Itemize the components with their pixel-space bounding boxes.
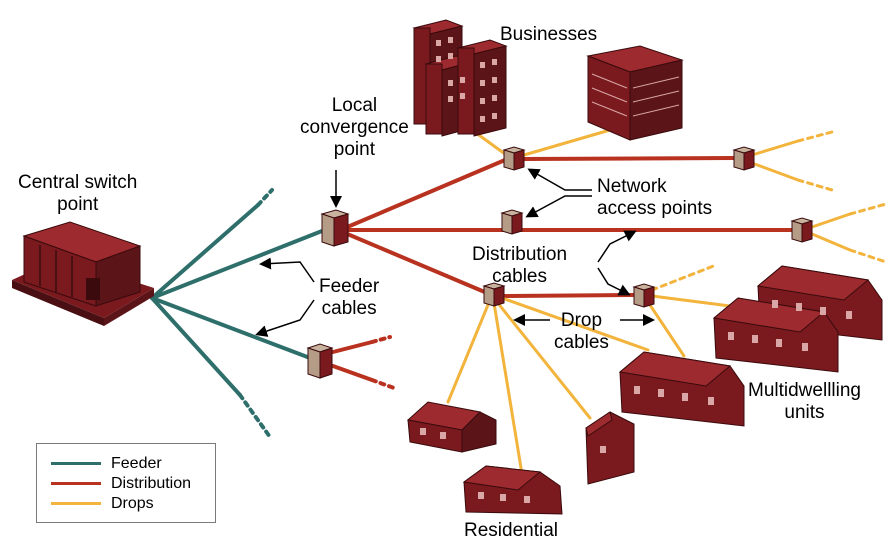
label-feeder-cables: Feeder cables xyxy=(319,276,379,320)
node-right-top xyxy=(732,146,756,171)
drop-mdu-upper-dot xyxy=(650,263,718,292)
label-drop-cables-line2: cables xyxy=(554,332,609,353)
label-local-convergence-line3: point xyxy=(333,139,375,160)
label-multidwelling-line1: Multidwellling xyxy=(748,380,861,401)
arrow-access-upper xyxy=(527,168,592,191)
legend-item-distribution: Distribution xyxy=(51,474,191,494)
label-central-switch-line1: Central switch xyxy=(18,172,138,193)
legend-item-feeder: Feeder xyxy=(51,454,162,474)
label-network-access-line1: Network xyxy=(597,176,667,197)
drop-right-mid-a-dot xyxy=(848,202,888,216)
drop-mdu-right xyxy=(650,294,732,308)
node-mdu xyxy=(632,283,656,308)
legend-swatch-drops xyxy=(51,502,101,506)
drop-right-top-a-dot xyxy=(796,130,834,143)
drop-right-mid-b xyxy=(810,232,852,252)
legend-item-drops: Drops xyxy=(51,494,154,514)
dist-cable-upper xyxy=(343,158,507,230)
drop-right-top-a xyxy=(750,139,800,157)
arrow-distribution-lower xyxy=(597,267,631,296)
drop-res-4 xyxy=(500,296,650,352)
label-drop-cables-line1: Drop xyxy=(560,310,603,331)
business-office xyxy=(586,45,684,141)
label-distribution-cables-line2: cables xyxy=(492,266,547,287)
arrow-access-lower xyxy=(525,195,592,218)
feeder-cable-down xyxy=(150,296,242,397)
arrow-distribution-upper xyxy=(597,230,637,263)
arrow-feeder-upper xyxy=(259,257,315,283)
legend-label-drops: Drops xyxy=(111,495,154,512)
drop-to-office xyxy=(522,128,612,157)
label-central-switch: Central switch point xyxy=(18,172,137,216)
legend-swatch-feeder xyxy=(51,462,101,466)
network-nodes xyxy=(306,146,814,379)
feeder-cables xyxy=(150,188,324,439)
feeder-cable-down-dotted xyxy=(238,393,272,439)
label-feeder-cables-line1: Feeder xyxy=(319,276,380,297)
label-network-access: Network access points xyxy=(597,176,712,220)
residential-houses xyxy=(406,401,635,515)
drop-mdu-lower xyxy=(646,300,686,358)
drop-res-3 xyxy=(495,300,592,420)
drop-res-1 xyxy=(446,298,492,404)
node-convergence xyxy=(320,209,350,247)
label-local-convergence: Local convergence point xyxy=(300,95,409,161)
label-businesses: Businesses xyxy=(500,24,598,45)
label-distribution-cables: Distribution cables xyxy=(472,244,567,288)
node-upper xyxy=(502,146,526,171)
drop-cables xyxy=(446,128,888,476)
label-residential: Residential xyxy=(464,520,558,541)
label-local-convergence-line1: Local xyxy=(331,95,378,116)
arrow-feeder-lower xyxy=(255,299,315,337)
node-lower xyxy=(482,282,506,307)
label-feeder-cables-line2: cables xyxy=(321,298,377,319)
dist-cable-small-b-dot xyxy=(370,378,396,390)
node-feeder-lower xyxy=(306,343,334,379)
distribution-cables xyxy=(331,156,797,390)
node-right-mid xyxy=(790,217,814,243)
drop-res-2 xyxy=(492,301,524,476)
business-towers xyxy=(412,19,508,137)
drop-right-top-b xyxy=(750,161,800,182)
label-multidwelling: Multidwellling units xyxy=(748,380,861,424)
dist-cable-small-b xyxy=(331,364,374,382)
central-switch-building xyxy=(12,221,154,326)
feeder-cable-to-dotted xyxy=(150,203,260,300)
label-network-access-line2: access points xyxy=(597,198,713,219)
feeder-cable-to-lower-node xyxy=(150,296,312,360)
label-drop-cables: Drop cables xyxy=(554,310,609,354)
legend-label-distribution: Distribution xyxy=(111,475,192,492)
legend-swatch-distribution xyxy=(51,482,101,486)
drop-right-mid-b-dot xyxy=(848,248,888,264)
dist-cable-small-a-dot xyxy=(370,335,392,344)
label-distribution-cables-line1: Distribution xyxy=(472,244,568,265)
drop-right-mid-a xyxy=(810,212,852,229)
drop-right-top-b-dot xyxy=(796,178,834,192)
label-local-convergence-line2: convergence xyxy=(300,117,409,138)
label-central-switch-line2: point xyxy=(57,194,99,215)
multidwelling-units xyxy=(618,265,883,427)
dist-cable-upper-right xyxy=(520,156,737,161)
legend-label-feeder: Feeder xyxy=(111,455,162,472)
feeder-cable-dotted-end xyxy=(256,188,274,207)
dist-cable-small-a xyxy=(331,340,374,354)
feeder-cable-to-convergence xyxy=(150,229,324,300)
legend: Feeder Distribution Drops xyxy=(36,443,216,523)
label-multidwelling-line2: units xyxy=(784,402,825,423)
dist-cable-lower-right xyxy=(503,293,635,298)
dist-cable-lower xyxy=(343,231,489,295)
node-middle xyxy=(500,209,524,235)
pointer-arrows xyxy=(255,168,655,337)
